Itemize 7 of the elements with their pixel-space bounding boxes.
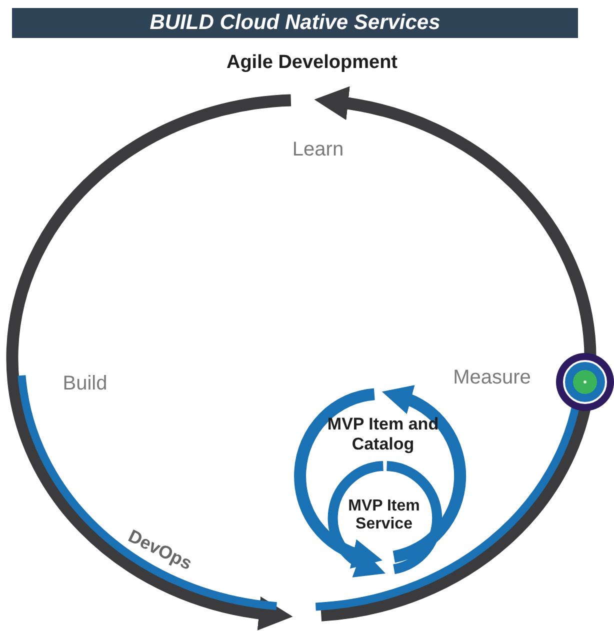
stage-label: Build <box>62 372 108 396</box>
subtitle: Agile Development <box>226 52 398 74</box>
loop-label: MVP Item Service <box>347 498 421 534</box>
title-banner: BUILD Cloud Native Services <box>12 8 578 38</box>
stage-label: Measure <box>453 366 531 390</box>
stage-label: Learn <box>292 138 344 162</box>
loop-label: MVP Item and Catalog <box>326 414 440 454</box>
